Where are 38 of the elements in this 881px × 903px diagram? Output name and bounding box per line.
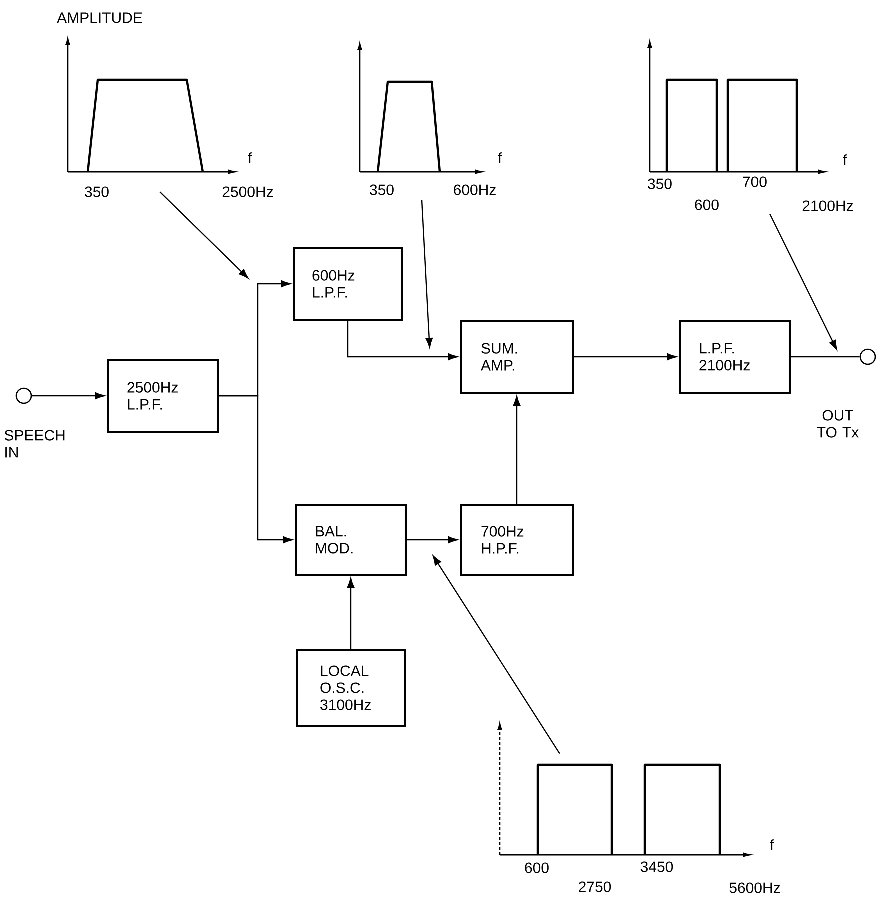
block-box: BAL. MOD.: [295, 504, 407, 576]
terminal-label: OUT TO Tx: [817, 410, 859, 438]
signal-line: [347, 578, 355, 649]
block-box: SUM. AMP.: [460, 320, 574, 394]
signal-line: [407, 536, 458, 544]
axis-label: 350: [370, 184, 394, 196]
axis-label: 350: [648, 178, 672, 190]
signal-line: [791, 356, 860, 358]
axis-label: f: [498, 152, 502, 164]
axis-label: 600: [695, 200, 719, 210]
axis-label: 600Hz: [454, 184, 496, 196]
leader-arrow: [770, 214, 838, 350]
block-box: L.P.F. 2100Hz: [679, 320, 791, 394]
axis-label: 5600Hz: [730, 882, 780, 894]
axis-label: f: [843, 154, 848, 166]
axis-label: 2100Hz: [802, 200, 854, 212]
axis-label: 2500Hz: [222, 186, 274, 198]
terminal-label: SPEECH IN: [4, 430, 65, 458]
signal-line: [219, 395, 293, 544]
leader-arrow: [432, 556, 560, 754]
axis-label: 2750: [579, 882, 612, 892]
leader-arrow: [160, 192, 249, 279]
signal-line: [347, 321, 458, 361]
signal-line: [574, 353, 677, 361]
signal-line: [513, 396, 521, 504]
axis-label: AMPLITUDE: [57, 12, 142, 24]
block-box: 2500Hz L.P.F.: [107, 359, 219, 433]
axis-label: 700: [743, 176, 767, 188]
axis-label: f: [770, 840, 774, 850]
axis-label: 350: [85, 186, 109, 198]
block-box: 700Hz H.P.F.: [460, 504, 574, 576]
axis-label: 600: [525, 862, 549, 874]
leader-arrow: [421, 200, 433, 348]
axis-label: f: [248, 152, 252, 164]
axis-label: 3450: [640, 862, 674, 872]
block-box: LOCAL O.S.C. 3100Hz: [296, 649, 406, 727]
block-box: 600Hz L.P.F.: [293, 247, 403, 321]
signal-line: [32, 392, 105, 400]
